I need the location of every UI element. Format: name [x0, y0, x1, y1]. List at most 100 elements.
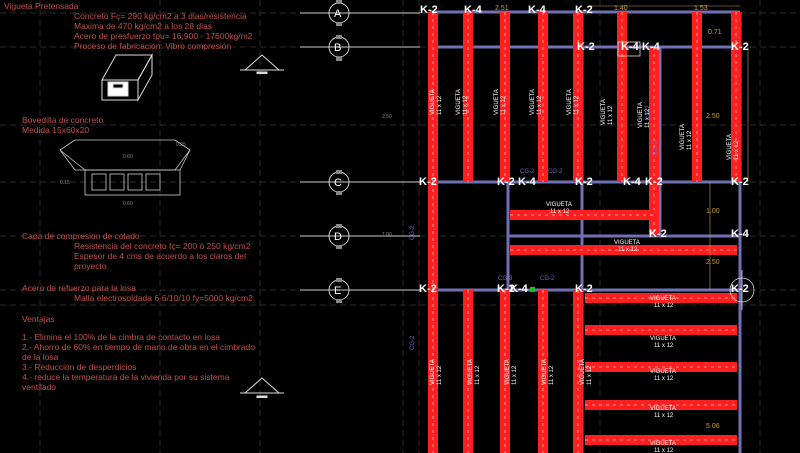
cg-label-3: CG-3: [498, 276, 513, 282]
ventajas-line-1: 1.- Elimina el 100% de la cimbra de cont…: [22, 332, 220, 342]
vigueta-hlabel-14-size: 11 x 12: [550, 209, 570, 215]
vigueta-label-2-label: VIGUETA: [494, 89, 500, 115]
dimension-8: 1.00: [382, 232, 392, 238]
beam-label-11: K-2: [575, 176, 593, 188]
bovedilla-dim-4: 0.60: [123, 201, 133, 207]
beam-label-0: K-2: [420, 4, 438, 16]
selection-box: [617, 41, 641, 57]
vigueta-label-6-size: 11 x 12: [645, 108, 651, 128]
acero-line: Malla electrosoldada 6-6/10/10 fy=5000 k…: [74, 293, 253, 303]
vigueta-hlabel-15-size: 11 x 12: [618, 247, 638, 253]
vigueta-hlabel-17-label: VIGUETA: [650, 336, 676, 342]
capa-title: Capa de compresion de colado: [22, 231, 140, 241]
dimension-5: 2.50: [706, 113, 720, 120]
vigueta-hlabel-14-label: VIGUETA: [546, 202, 572, 208]
vigueta-label-11-size: 11 x 12: [512, 365, 518, 385]
vigueta-horizontal-2: [585, 293, 737, 303]
cg-label-4: CG-2: [540, 276, 555, 282]
vigueta-label-9-label: VIGUETA: [430, 359, 436, 385]
cg-label-7: CG-2: [653, 140, 659, 155]
bovedilla-dim-1: 0.25: [176, 142, 186, 148]
dimension-6: 2.50: [382, 114, 392, 120]
ventajas-title: Ventajas: [22, 314, 55, 324]
vigueta-label-7-label: VIGUETA: [680, 124, 686, 150]
vigueta-label-3-label: VIGUETA: [530, 89, 536, 115]
vigueta-label-9-size: 11 x 12: [437, 365, 443, 385]
cg-label-1: CG-2: [520, 169, 535, 175]
vigueta-label-12-label: VIGUETA: [542, 359, 548, 385]
vigueta-label-0-label: VIGUETA: [430, 89, 436, 115]
vigueta-hlabel-16-size: 11 x 12: [654, 303, 674, 309]
beam-label-12: K-4: [623, 176, 641, 188]
beam-label-18: K-2: [497, 283, 515, 295]
dimension-7: 1.00: [706, 208, 720, 215]
axis-label-b: B: [334, 42, 341, 54]
vigueta-joists: [428, 12, 741, 453]
cg-label-8: CG-2: [646, 105, 652, 120]
vigueta-horizontal-5: [585, 400, 737, 410]
beam-label-16: K-4: [731, 228, 749, 240]
beam-label-10: K-4: [518, 176, 536, 188]
beam-label-5: K-4: [621, 41, 639, 53]
beam-label-15: K-2: [649, 228, 667, 240]
dimension-2: 1.40: [614, 5, 628, 12]
beam-label-2: K-4: [528, 4, 546, 16]
vigueta-vertical-8: [649, 47, 659, 236]
beam-label-9: K-2: [497, 176, 515, 188]
vigueta-vertical-11: [500, 290, 510, 453]
ventajas-line-5: 4.- reduce la temperatura de la vivienda…: [22, 372, 230, 382]
vigueta-label-5-label: VIGUETA: [601, 99, 607, 125]
vigueta-label-10-label: VIGUETA: [468, 359, 474, 385]
beam-label-4: K-2: [577, 41, 595, 53]
axis-bubbles: [300, 2, 420, 301]
bovedilla-dim-2: 0.60: [123, 154, 133, 160]
axis-label-d: D: [334, 231, 342, 243]
cg-label-6: CG-2: [410, 335, 416, 350]
ventajas-line-3: de la losa: [22, 352, 59, 362]
capa-line-2: Espesor de 4 cms de acuerdo a los claros…: [74, 251, 246, 261]
vigueta-hlabel-18-label: VIGUETA: [650, 369, 676, 375]
vigueta-label-0-size: 11 x 12: [437, 95, 443, 115]
node-marker: [530, 287, 535, 292]
dimension-10: 5.06: [706, 423, 720, 430]
dimension-lines: [590, 5, 749, 290]
beam-label-17: K-2: [419, 283, 437, 295]
ventajas-line-2: 2.- Ahorro de 60% en tiempo de mano de o…: [22, 342, 255, 352]
cg-label-5: CG-2: [410, 225, 416, 240]
beam-label-6: K-4: [642, 41, 660, 53]
axis-label-a: A: [334, 8, 342, 20]
vigueta-hlabel-19-size: 11 x 12: [654, 413, 674, 419]
vigueta-label-13-label: VIGUETA: [580, 359, 586, 385]
vigueta-vertical-14: [428, 182, 438, 290]
dimension-1: 2.51: [495, 5, 509, 12]
vigueta-horizontal-6: [585, 435, 737, 445]
vigueta-vertical-12: [538, 290, 548, 453]
vigueta-hlabel-16-label: VIGUETA: [650, 296, 676, 302]
beam-label-20: K-2: [575, 283, 593, 295]
axis-bubble-marks: [336, 0, 342, 303]
beam-label-13: K-2: [645, 176, 663, 188]
vigueta-label-1-label: VIGUETA: [456, 89, 462, 115]
cg-labels: CG-2 CG-2 CG-3 CG-2 CG-2 CG-2 CG-2 CG-2: [410, 105, 659, 350]
axis-label-c: C: [334, 177, 342, 189]
vigueta-label-2-size: 11 x 12: [501, 95, 507, 115]
beam-label-3: K-2: [575, 4, 593, 16]
beam-label-21: K-2: [731, 283, 749, 295]
beam-label-8: K-2: [419, 176, 437, 188]
cg-label-2: CG-2: [548, 169, 563, 175]
beam-label-1: K-4: [464, 4, 482, 16]
vigueta-horizontal-3: [585, 325, 737, 335]
vigueta-label-12-size: 11 x 12: [549, 365, 555, 385]
vigueta-label-3-size: 11 x 12: [537, 95, 543, 115]
vigueta-hlabel-17-size: 11 x 12: [654, 343, 674, 349]
bovedilla-section-icon: [59, 139, 191, 196]
bovedilla-title: Bovedilla de concreto: [22, 115, 104, 125]
acero-title: Acero de refuerzo para la losa: [22, 283, 136, 293]
vigueta-section-icon: [101, 53, 153, 102]
vigueta-line-3: Acero de presfuerzo fpu= 16,900 - 17600k…: [74, 31, 253, 41]
ventajas-line-4: 3.- Reduccion de desperdicios: [22, 362, 137, 372]
vigueta-label-5-size: 11 x 12: [608, 105, 614, 125]
ventajas-line-6: ventilado: [22, 382, 57, 392]
